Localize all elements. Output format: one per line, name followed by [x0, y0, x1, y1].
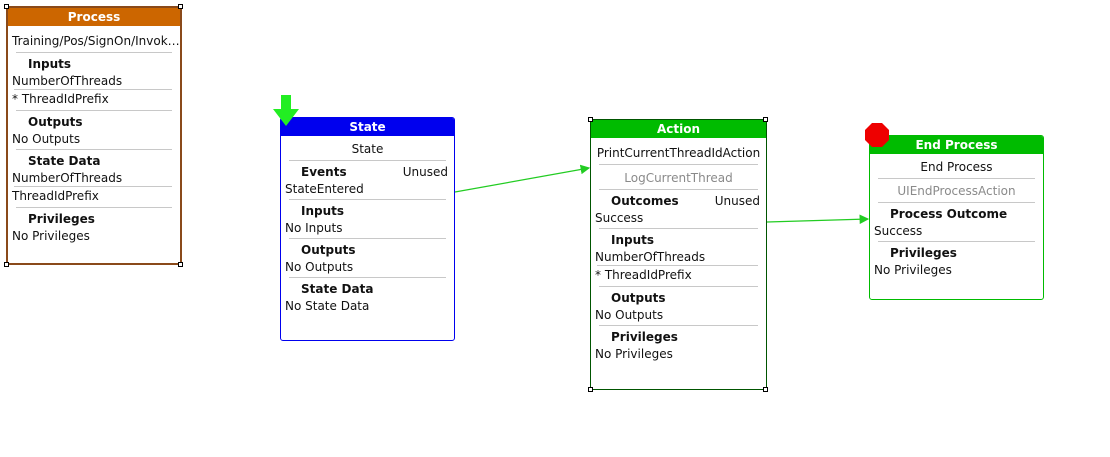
process-input-item: * ThreadIdPrefix — [12, 92, 109, 106]
action-node[interactable]: Action PrintCurrentThreadIdAction LogCur… — [590, 119, 767, 390]
process-state-data-item: NumberOfThreads — [12, 171, 123, 185]
selection-handle[interactable] — [4, 262, 9, 267]
selection-handle[interactable] — [588, 117, 593, 122]
process-outputs-label: Outputs — [28, 115, 83, 129]
state-events-header: Events Unused — [281, 163, 454, 181]
process-node[interactable]: Process Training/Pos/SignOn/Invok… Input… — [6, 6, 182, 265]
state-node[interactable]: State State Events Unused StateEntered I… — [280, 117, 455, 341]
action-privileges-value: No Privileges — [595, 347, 673, 361]
end-process-subtitle: UIEndProcessAction — [897, 184, 1016, 198]
state-outputs-label: Outputs — [301, 243, 356, 257]
selection-handle[interactable] — [588, 387, 593, 392]
state-inputs-value: No Inputs — [285, 221, 343, 235]
end-process-node-title: End Process — [870, 136, 1043, 154]
edge-state-to-action[interactable] — [454, 164, 591, 193]
end-privileges-value: No Privileges — [874, 263, 952, 277]
start-arrow-icon — [273, 95, 299, 126]
process-inputs-label: Inputs — [28, 57, 72, 71]
end-outcome-value: Success — [874, 224, 923, 238]
edge-action-to-end[interactable] — [766, 214, 870, 225]
state-data-label: State Data — [301, 282, 374, 296]
state-events-status: Unused — [402, 165, 448, 179]
stop-octagon-icon — [865, 123, 889, 147]
action-outcomes-status: Unused — [714, 194, 760, 208]
end-process-name: End Process — [920, 160, 993, 174]
process-privileges-label: Privileges — [28, 212, 95, 226]
state-node-title: State — [281, 118, 454, 136]
state-outputs-value: No Outputs — [285, 260, 354, 274]
action-outcome-item: Success — [595, 211, 644, 225]
action-input-item: * ThreadIdPrefix — [595, 268, 692, 282]
action-input-item: NumberOfThreads — [595, 250, 706, 264]
process-node-title: Process — [8, 8, 180, 26]
process-outputs-value: No Outputs — [12, 132, 81, 146]
action-name: PrintCurrentThreadIdAction — [596, 146, 761, 160]
state-data-value: No State Data — [285, 299, 370, 313]
action-outcomes-label: Outcomes — [611, 194, 679, 208]
state-events-label: Events — [301, 165, 347, 179]
process-privileges-value: No Privileges — [12, 229, 90, 243]
action-outputs-value: No Outputs — [595, 308, 664, 322]
process-input-item: NumberOfThreads — [12, 74, 123, 88]
process-name: Training/Pos/SignOn/Invok… — [12, 34, 180, 48]
end-privileges-label: Privileges — [890, 246, 957, 260]
state-event-item: StateEntered — [285, 182, 364, 196]
state-inputs-label: Inputs — [301, 204, 345, 218]
selection-handle[interactable] — [178, 4, 183, 9]
process-state-data-item: ThreadIdPrefix — [12, 189, 99, 203]
selection-handle[interactable] — [178, 262, 183, 267]
action-subtitle: LogCurrentThread — [624, 171, 733, 185]
state-name: State — [351, 142, 384, 156]
action-inputs-label: Inputs — [611, 233, 655, 247]
action-privileges-label: Privileges — [611, 330, 678, 344]
selection-handle[interactable] — [4, 4, 9, 9]
selection-handle[interactable] — [763, 117, 768, 122]
action-node-title: Action — [591, 120, 766, 138]
process-state-data-label: State Data — [28, 154, 101, 168]
action-outputs-label: Outputs — [611, 291, 666, 305]
selection-handle[interactable] — [763, 387, 768, 392]
end-outcome-label: Process Outcome — [890, 207, 1008, 221]
end-process-node[interactable]: End Process End Process UIEndProcessActi… — [869, 135, 1044, 300]
action-outcomes-header: Outcomes Unused — [591, 192, 766, 210]
